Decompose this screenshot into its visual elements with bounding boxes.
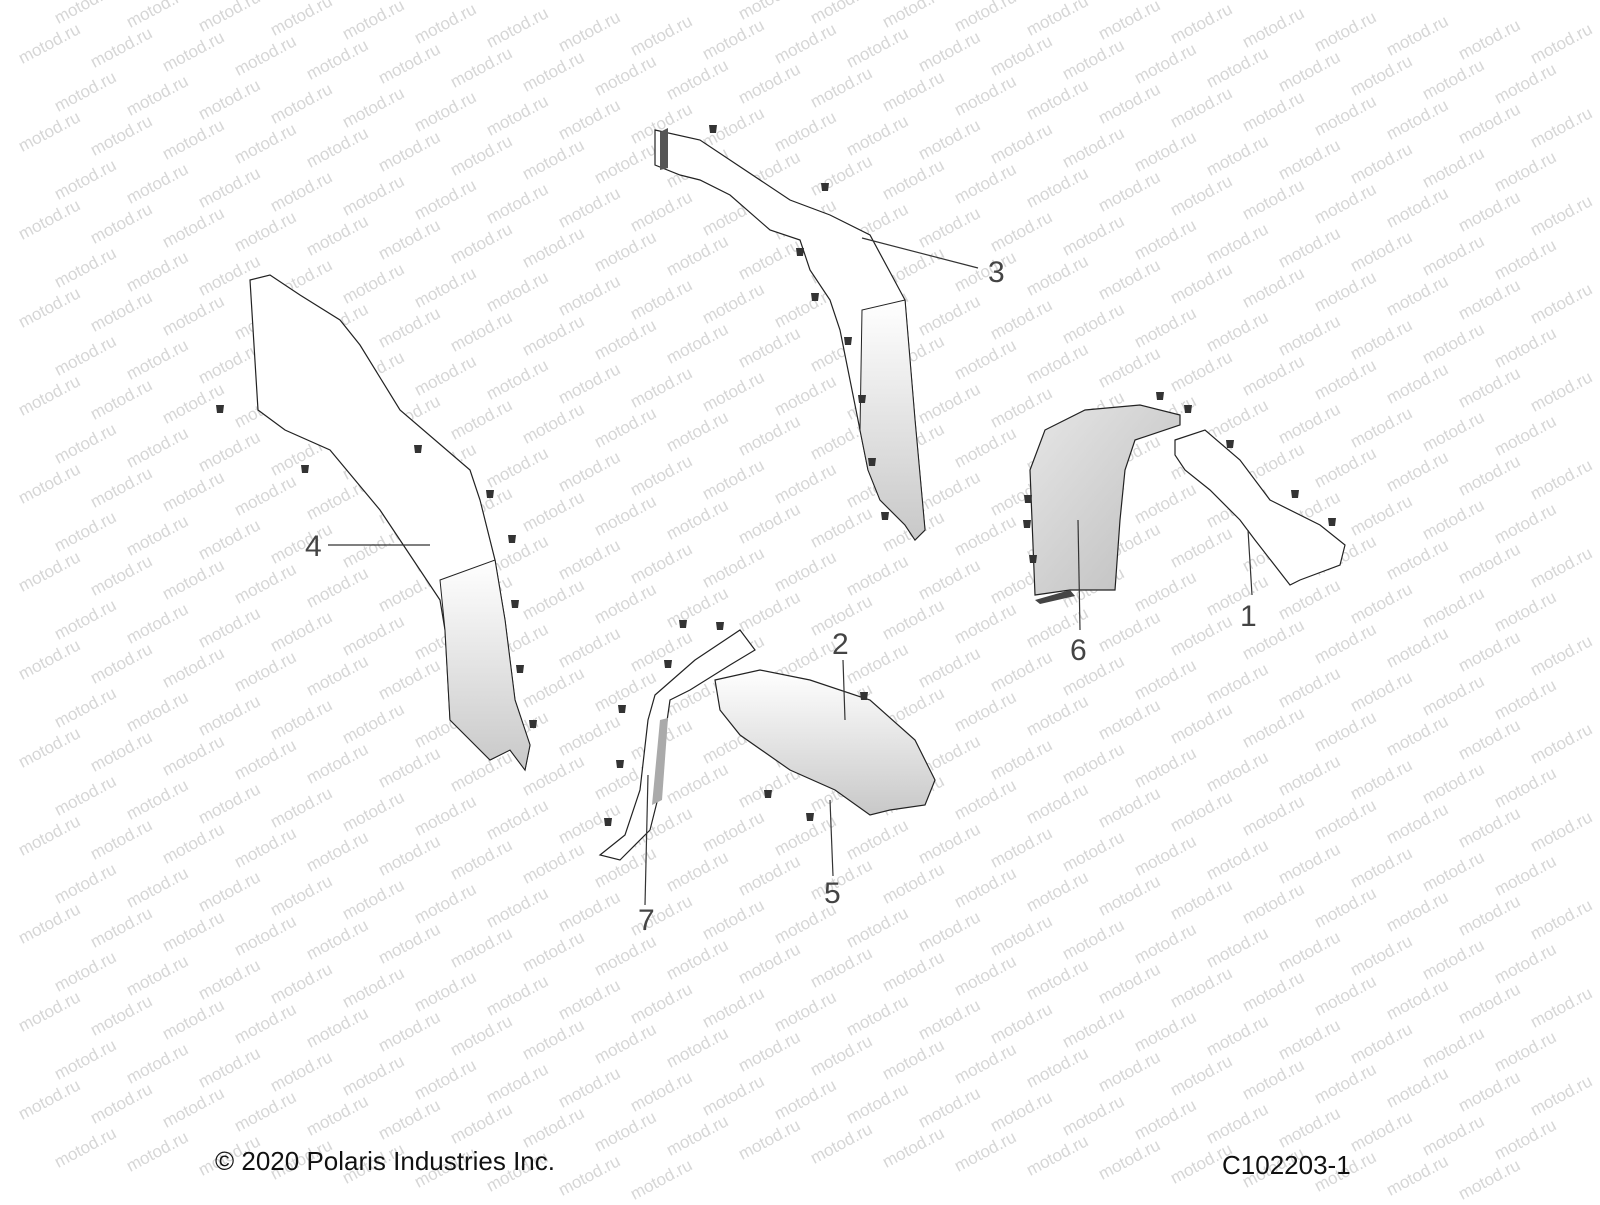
copyright-text: © 2020 Polaris Industries Inc. <box>215 1146 555 1176</box>
screw-icon <box>616 760 624 768</box>
screw-icon <box>1328 518 1336 526</box>
screw-icon <box>1226 440 1234 448</box>
callout-6: 6 <box>1070 634 1087 667</box>
screw-icon <box>1184 405 1192 413</box>
part-6-mud-flap <box>1029 404 1181 604</box>
screw-icon <box>511 600 519 608</box>
leader-lines <box>328 237 1253 906</box>
screw-icon <box>516 665 524 673</box>
callout-3: 3 <box>988 256 1005 289</box>
part-4-fender-left <box>249 274 531 772</box>
screw-icon <box>868 458 876 466</box>
screw-icon <box>821 183 829 191</box>
screw-icon <box>806 813 814 821</box>
part-7-bracket-lower <box>598 629 756 861</box>
screw-icon <box>844 337 852 345</box>
part-2-panel-lower <box>714 669 936 816</box>
screw-icon <box>414 445 422 453</box>
screw-icon <box>508 535 516 543</box>
callout-4: 4 <box>305 530 322 563</box>
screw-icon <box>618 705 626 713</box>
screw-icon <box>486 490 494 498</box>
screw-icon <box>1024 495 1032 503</box>
screw-icon <box>858 395 866 403</box>
part-3-fender-upper <box>654 128 926 541</box>
figure-id: C102203-1 <box>1222 1150 1351 1180</box>
callout-1: 1 <box>1240 600 1257 633</box>
screw-icon <box>1156 392 1164 400</box>
callout-2: 2 <box>832 628 849 661</box>
screw-icon <box>664 660 672 668</box>
screw-icon <box>764 790 772 798</box>
screw-icon <box>604 818 612 826</box>
callout-7: 7 <box>638 904 655 937</box>
callout-5: 5 <box>824 877 841 910</box>
screw-icon <box>881 512 889 520</box>
screw-icon <box>860 692 868 700</box>
screw-icon <box>679 620 687 628</box>
screw-icon <box>1023 520 1031 528</box>
screw-icon <box>301 465 309 473</box>
screw-icon <box>709 125 717 133</box>
screw-icon <box>1291 490 1299 498</box>
screw-icon <box>1029 555 1037 563</box>
screw-icon <box>811 293 819 301</box>
screw-icon <box>216 405 224 413</box>
screw-icon <box>796 248 804 256</box>
screw-icon <box>529 720 537 728</box>
part-1-bracket-right <box>1174 429 1346 586</box>
fastener-screws <box>216 125 1336 826</box>
screw-icon <box>716 622 724 630</box>
